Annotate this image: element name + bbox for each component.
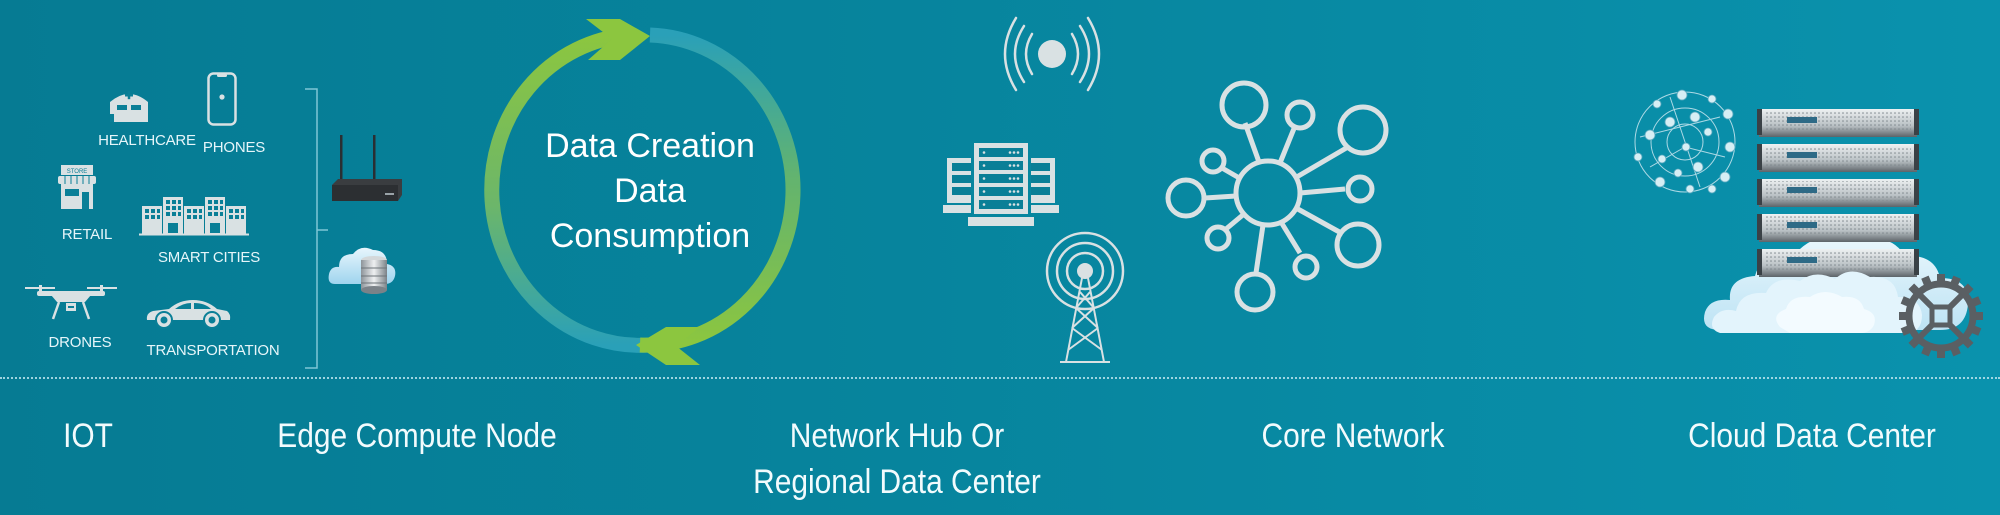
iot-label-smart-cities: SMART CITIES: [157, 249, 261, 266]
svg-text:STORE: STORE: [67, 169, 88, 175]
gear-icon: [1899, 274, 1983, 358]
cloud-database-icon: [328, 247, 396, 294]
iot-label-healthcare: HEALTHCARE: [98, 132, 196, 149]
cycle-line-3: Consumption: [549, 217, 751, 255]
hub-network-icon: [1165, 80, 1389, 313]
drone-icon: [25, 285, 117, 320]
stage-label-network-hub: Network Hub Or Regional Data Center: [753, 413, 1041, 505]
server-stack-icon: [1757, 109, 1919, 277]
server-rack-icon: [943, 143, 1059, 226]
iot-label-retail: RETAIL: [61, 226, 113, 243]
radio-tower-icon: [1045, 231, 1125, 363]
iot-network-globe-icon: [1633, 89, 1736, 194]
stage-label-edge-compute-node: Edge Compute Node: [277, 417, 557, 455]
car-icon: [146, 300, 231, 329]
iot-label-transportation: TRANSPORTATION: [146, 342, 280, 359]
store-icon: STORE: [58, 165, 96, 209]
wifi-router-icon: [332, 135, 402, 201]
hospital-icon: [110, 91, 148, 122]
iot-label-phones: PHONES: [202, 139, 266, 156]
cycle-line-1: Data Creation: [545, 127, 755, 165]
broadcast-signal-icon: [1003, 16, 1101, 92]
stage-label-network-hub-line2: Regional Data Center: [753, 463, 1041, 501]
stage-label-core-network: Core Network: [1261, 417, 1445, 455]
arrow-left-icon: [636, 327, 700, 365]
smartphone-icon: [207, 72, 237, 126]
iot-label-drones: DRONES: [48, 334, 112, 351]
bracket-divider: [305, 88, 328, 369]
cycle-line-2: Data: [614, 172, 686, 210]
stage-label-iot: IOT: [63, 417, 113, 455]
cloud-front-icon: [1712, 271, 1922, 333]
dotted-divider: [0, 377, 2000, 379]
city-buildings-icon: [139, 197, 249, 236]
stage-label-network-hub-line1: Network Hub Or: [789, 417, 1005, 455]
stage-label-cloud-data-center: Cloud Data Center: [1688, 417, 1936, 455]
cycle-ring: [484, 19, 801, 365]
arrow-right-icon: [586, 19, 650, 60]
cycle-text: Data Creation Data Consumption: [510, 124, 790, 259]
